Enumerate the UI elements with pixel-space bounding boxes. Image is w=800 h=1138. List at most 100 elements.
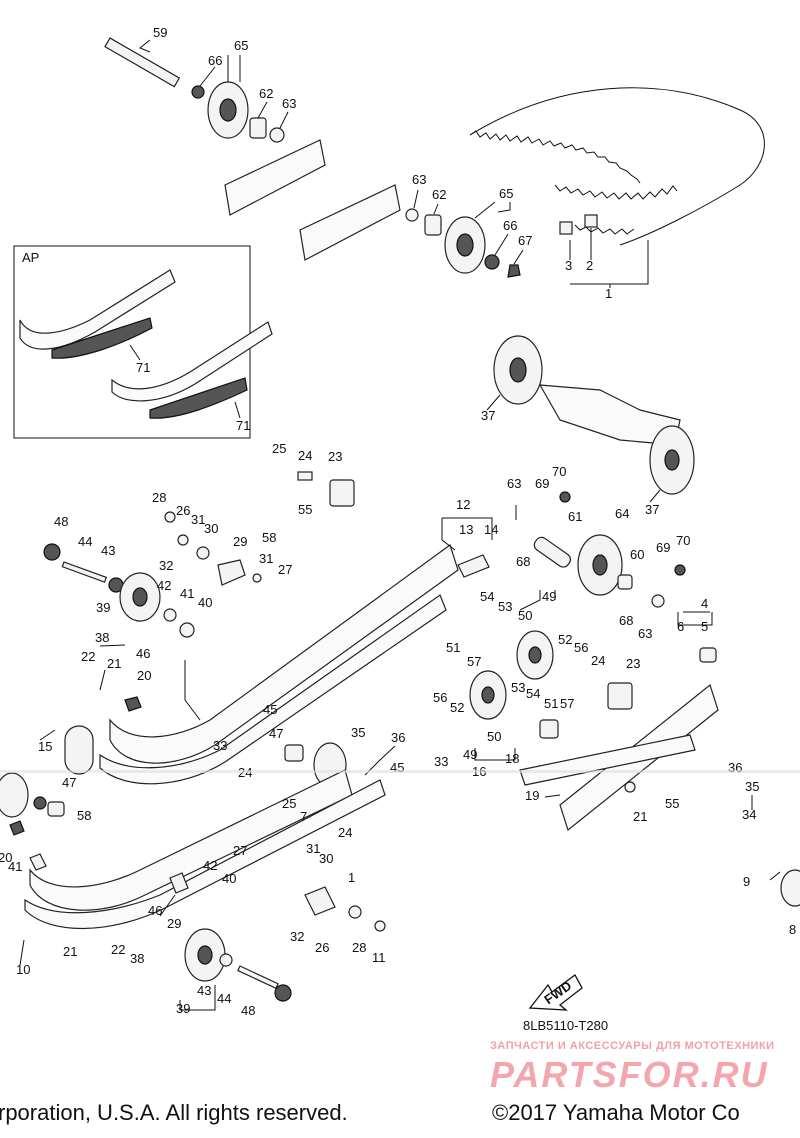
copyright-right: ©2017 Yamaha Motor Co [492, 1100, 740, 1125]
callout: 71 [136, 360, 150, 375]
callout: 54 [526, 686, 540, 701]
callout: 31 [306, 841, 320, 856]
callout: 4 [701, 596, 708, 611]
callout: 40 [198, 595, 212, 610]
callout: 29 [233, 534, 247, 549]
callout: 24 [591, 653, 605, 668]
callout: 39 [176, 1001, 190, 1016]
callout: 9 [743, 874, 750, 889]
callout: 32 [290, 929, 304, 944]
callout: 67 [518, 233, 532, 248]
callout: 49 [463, 747, 477, 762]
upper-idler-assembly [104, 37, 598, 278]
track-belt [469, 87, 765, 246]
callout: 56 [574, 640, 588, 655]
inset-label: AP [22, 250, 39, 265]
callout: 20 [0, 850, 12, 865]
callout: 35 [745, 779, 759, 794]
callout: 1 [605, 286, 612, 301]
callout: 15 [38, 739, 52, 754]
callout: 68 [516, 554, 530, 569]
callout: 39 [96, 600, 110, 615]
callout: 60 [630, 547, 644, 562]
callout: 58 [77, 808, 91, 823]
callout: 63 [282, 96, 296, 111]
callout: 18 [505, 751, 519, 766]
callout: 24 [338, 825, 352, 840]
callout: 55 [298, 502, 312, 517]
callout: 47 [62, 775, 76, 790]
callout: 35 [351, 725, 365, 740]
callout: 61 [568, 509, 582, 524]
callout: 34 [742, 807, 756, 822]
callout: 66 [503, 218, 517, 233]
callout: 63 [412, 172, 426, 187]
callout: 57 [560, 696, 574, 711]
callout: 68 [619, 613, 633, 628]
callout: 70 [552, 464, 566, 479]
callout: 46 [136, 646, 150, 661]
callout: 23 [626, 656, 640, 671]
callout: 51 [544, 696, 558, 711]
callout: 55 [665, 796, 679, 811]
callout: 37 [481, 408, 495, 423]
callout: 2 [586, 258, 593, 273]
watermark-brand: PARTSFOR.RU [490, 1054, 769, 1095]
lower-rail-assembly [0, 769, 800, 1002]
fwd-arrow-icon: FWD [528, 974, 583, 1011]
callout: 42 [203, 858, 217, 873]
callout: 3 [565, 258, 572, 273]
callout: 24 [298, 448, 312, 463]
callout: 31 [259, 551, 273, 566]
callout: 48 [54, 514, 68, 529]
diagram-code: 8LB5110-T280 [523, 1018, 608, 1033]
callout: 27 [278, 562, 292, 577]
callout: 56 [433, 690, 447, 705]
callout: 57 [467, 654, 481, 669]
callout: 62 [432, 187, 446, 202]
callout: 41 [180, 586, 194, 601]
callout: 33 [434, 754, 448, 769]
callout: 36 [391, 730, 405, 745]
callout: 51 [446, 640, 460, 655]
callout: 53 [498, 599, 512, 614]
callout: 22 [81, 649, 95, 664]
callout: 25 [272, 441, 286, 456]
callout: 28 [352, 940, 366, 955]
callout: 69 [535, 476, 549, 491]
callout: 66 [208, 53, 222, 68]
callout: 52 [558, 632, 572, 647]
callout: 43 [197, 983, 211, 998]
callout: 54 [480, 589, 494, 604]
callout: 41 [8, 859, 22, 874]
callout: 45 [263, 702, 277, 717]
callout: 22 [111, 942, 125, 957]
callout: 64 [615, 506, 629, 521]
callout: 19 [525, 788, 539, 803]
callout: 42 [157, 578, 171, 593]
callout: 27 [233, 843, 247, 858]
callout: 14 [484, 522, 498, 537]
leader-lines [19, 39, 781, 1011]
callout: 48 [241, 1003, 255, 1018]
copyright-left: rporation, U.S.A. All rights reserved. [0, 1100, 348, 1125]
callout: 11 [372, 950, 386, 965]
callout: 50 [487, 729, 501, 744]
callout: 65 [499, 186, 513, 201]
callout: 28 [152, 490, 166, 505]
callout: 10 [16, 962, 30, 977]
callout: 69 [656, 540, 670, 555]
callout: 44 [78, 534, 92, 549]
callout: 32 [159, 558, 173, 573]
callout: 20 [137, 668, 151, 683]
callouts: 59 66 65 62 63 63 62 65 66 67 3 2 1 71 7… [0, 25, 796, 1018]
callout: 43 [101, 543, 115, 558]
callout: 65 [234, 38, 248, 53]
callout: 49 [542, 589, 556, 604]
callout: 59 [153, 25, 167, 40]
callout: 53 [511, 680, 525, 695]
callout: 71 [236, 418, 250, 433]
rear-axle-assembly [493, 335, 695, 495]
callout: 30 [319, 851, 333, 866]
callout: 44 [217, 991, 231, 1006]
